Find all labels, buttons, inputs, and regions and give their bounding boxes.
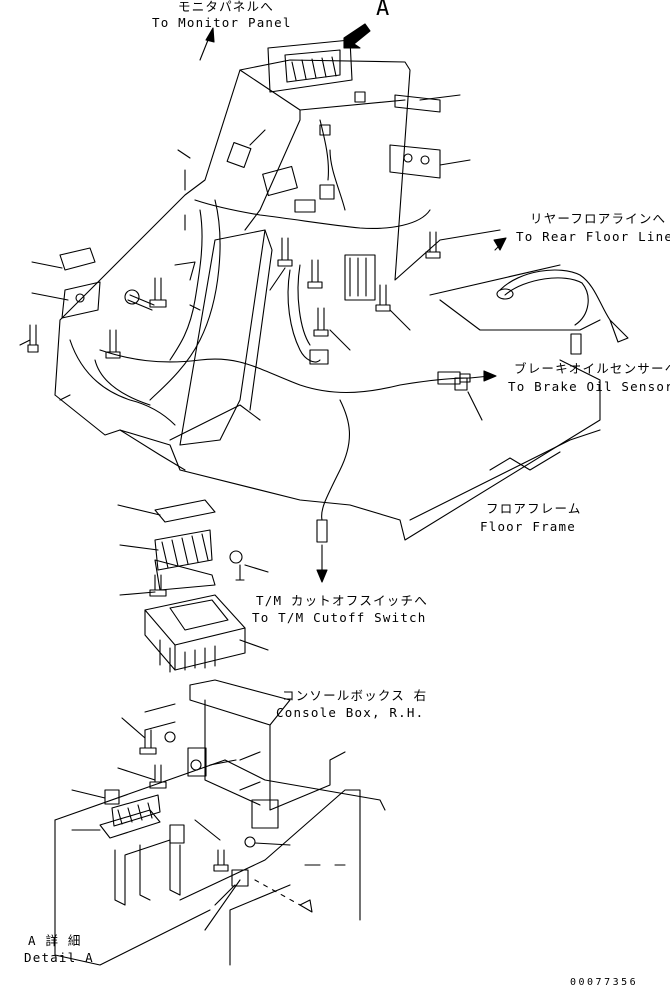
routing-arrow-rear-end	[609, 319, 629, 343]
tm-switch-connector-assembly	[144, 499, 246, 673]
drawing-number: 00077356	[570, 977, 639, 988]
floor-frame-label-en: Floor Frame	[480, 519, 576, 534]
detail-marker: A	[376, 0, 390, 21]
floor-frame-outline	[54, 59, 601, 541]
console-label-jp: コンソールボックス 右	[282, 688, 428, 703]
brake-label-jp: ブレーキオイルセンサーへ	[514, 361, 670, 376]
view-direction-arrow	[343, 23, 371, 49]
brake-label-en: To Brake Oil Sensor	[508, 379, 670, 394]
routing-arrow-tm	[316, 569, 328, 583]
tm-switch-label-jp: T/M カットオフスイッチへ	[256, 593, 428, 608]
routing-arrows	[199, 23, 629, 583]
routing-arrow-rear	[493, 237, 507, 251]
leader-lines	[19, 94, 483, 931]
tm-switch-label-en: To T/M Cutoff Switch	[252, 610, 427, 625]
rear-floor-label-en: To Rear Floor Line	[516, 229, 670, 244]
bolts-upper	[27, 231, 514, 359]
console-label-en: Console Box, R.H.	[276, 705, 425, 720]
console-box-detail	[54, 679, 386, 966]
wire-harness	[69, 119, 611, 521]
floor-frame-label-jp: フロアフレーム	[486, 501, 582, 516]
detail-label-en: Detail A	[24, 950, 94, 965]
detail-label-jp: A 詳 細	[28, 933, 82, 948]
monitor-label-jp: モニタパネルへ	[178, 0, 274, 14]
upper-components	[59, 91, 582, 543]
console-tower	[169, 39, 406, 446]
monitor-label-en: To Monitor Panel	[152, 15, 292, 30]
routing-arrow-brake	[483, 370, 497, 382]
routing-arrow-monitor	[205, 27, 215, 43]
rear-floor-label-jp: リヤーフロアラインへ	[530, 211, 667, 226]
